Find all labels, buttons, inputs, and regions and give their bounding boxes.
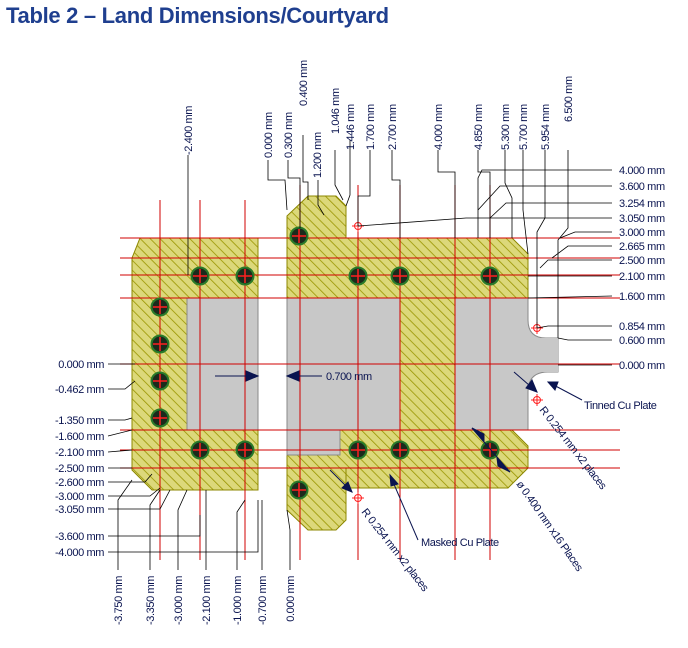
dim-bottom-4: -1.000 mm (232, 576, 244, 625)
dim-top-6: 1.700 mm (365, 104, 377, 150)
dim-left-0: 0.000 mm (58, 359, 104, 371)
dim-left-5: -2.500 mm (55, 463, 104, 475)
dim-right-2: 3.254 mm (619, 198, 665, 210)
dim-right-4: 3.000 mm (619, 227, 665, 239)
dim-left-1: -0.462 mm (55, 384, 104, 396)
dim-top-9: 4.850 mm (473, 104, 485, 150)
radius-right-note: R 0.254 mm x2 places (537, 404, 609, 492)
dim-left-9: -3.600 mm (55, 531, 104, 543)
via (390, 266, 410, 286)
dim-right-1: 3.600 mm (619, 181, 665, 193)
dim-right-5: 2.665 mm (619, 241, 665, 253)
right-copper-strip (528, 338, 558, 372)
dim-top-7: 2.700 mm (387, 104, 399, 150)
via (190, 266, 210, 286)
dim-left-3: -1.600 mm (55, 431, 104, 443)
masked-plate-label: Masked Cu Plate (421, 537, 499, 549)
radius-marker (352, 492, 364, 504)
dim-top-1: 0.300 mm (283, 112, 295, 158)
dim-top-12: 5.954 mm (540, 104, 552, 150)
dim-top-5: 1.446 mm (345, 104, 357, 150)
gap-dimension-label: 0.700 mm (326, 371, 372, 383)
via (150, 408, 170, 428)
dim-bottom-0: -3.750 mm (113, 576, 125, 625)
via (348, 266, 368, 286)
arrows (215, 370, 583, 541)
dim-bottom-5: -0.700 mm (257, 576, 269, 625)
bottom-dimension-labels: -3.750 mm -3.350 mm -3.000 mm -2.100 mm … (113, 576, 297, 625)
dim-right-9: 0.854 mm (619, 321, 665, 333)
radius-marker (531, 394, 543, 406)
via (150, 371, 170, 391)
dim-top-0: 0.000 mm (263, 112, 275, 158)
dim-top-4: 1.046 mm (330, 88, 342, 134)
via (150, 297, 170, 317)
dim-top-8: 4.000 mm (433, 104, 445, 150)
vias (150, 226, 500, 500)
dim-bottom-6: 0.000 mm (285, 576, 297, 622)
dim-right-0: 4.000 mm (619, 165, 665, 177)
dim-left-7: -3.000 mm (55, 491, 104, 503)
dim-bottom-3: -2.100 mm (201, 576, 213, 625)
dim-right-7: 2.100 mm (619, 271, 665, 283)
left-dimension-labels: 0.000 mm -0.462 mm -1.350 mm -1.600 mm -… (55, 359, 105, 559)
dim-bottom-2: -3.000 mm (173, 576, 185, 625)
radius-bottom-note: R 0.254 mm x2 places (359, 506, 431, 594)
via (480, 266, 500, 286)
dim-top-11: 5.700 mm (518, 104, 530, 150)
right-dimension-labels: 4.000 mm 3.600 mm 3.254 mm 3.050 mm 3.00… (619, 165, 665, 372)
dim-right-8: 1.600 mm (619, 291, 665, 303)
leader-lines (107, 135, 613, 570)
dim-top-10: 5.300 mm (500, 104, 512, 150)
dim-left-10: -4.000 mm (55, 547, 104, 559)
via (390, 440, 410, 460)
dim-right-3: 3.050 mm (619, 213, 665, 225)
via (289, 226, 309, 246)
dim-left-2: -1.350 mm (55, 415, 104, 427)
dim-right-11: 0.000 mm (619, 360, 665, 372)
dim-top-2: 0.400 mm (298, 60, 310, 106)
dim-top-14: -2.400 mm (183, 106, 195, 155)
top-dimension-labels: 0.000 mm 0.300 mm 0.400 mm 1.200 mm 1.04… (183, 60, 575, 178)
via (150, 334, 170, 354)
dim-right-10: 0.600 mm (619, 335, 665, 347)
via (190, 440, 210, 460)
tinned-plate-label: Tinned Cu Plate (584, 400, 657, 412)
via-note: ø 0.400 mm x16 Places (514, 479, 586, 574)
dim-left-6: -2.600 mm (55, 477, 104, 489)
via (289, 480, 309, 500)
via (235, 440, 255, 460)
dim-left-8: -3.050 mm (55, 504, 104, 516)
via (235, 266, 255, 286)
dim-top-3: 1.200 mm (312, 132, 324, 178)
via (348, 440, 368, 460)
dim-right-6: 2.500 mm (619, 255, 665, 267)
dim-bottom-1: -3.350 mm (145, 576, 157, 625)
table-title: Table 2 – Land Dimensions/Courtyard (6, 3, 389, 28)
dim-top-13: 6.500 mm (563, 76, 575, 122)
dim-left-4: -2.100 mm (55, 447, 104, 459)
